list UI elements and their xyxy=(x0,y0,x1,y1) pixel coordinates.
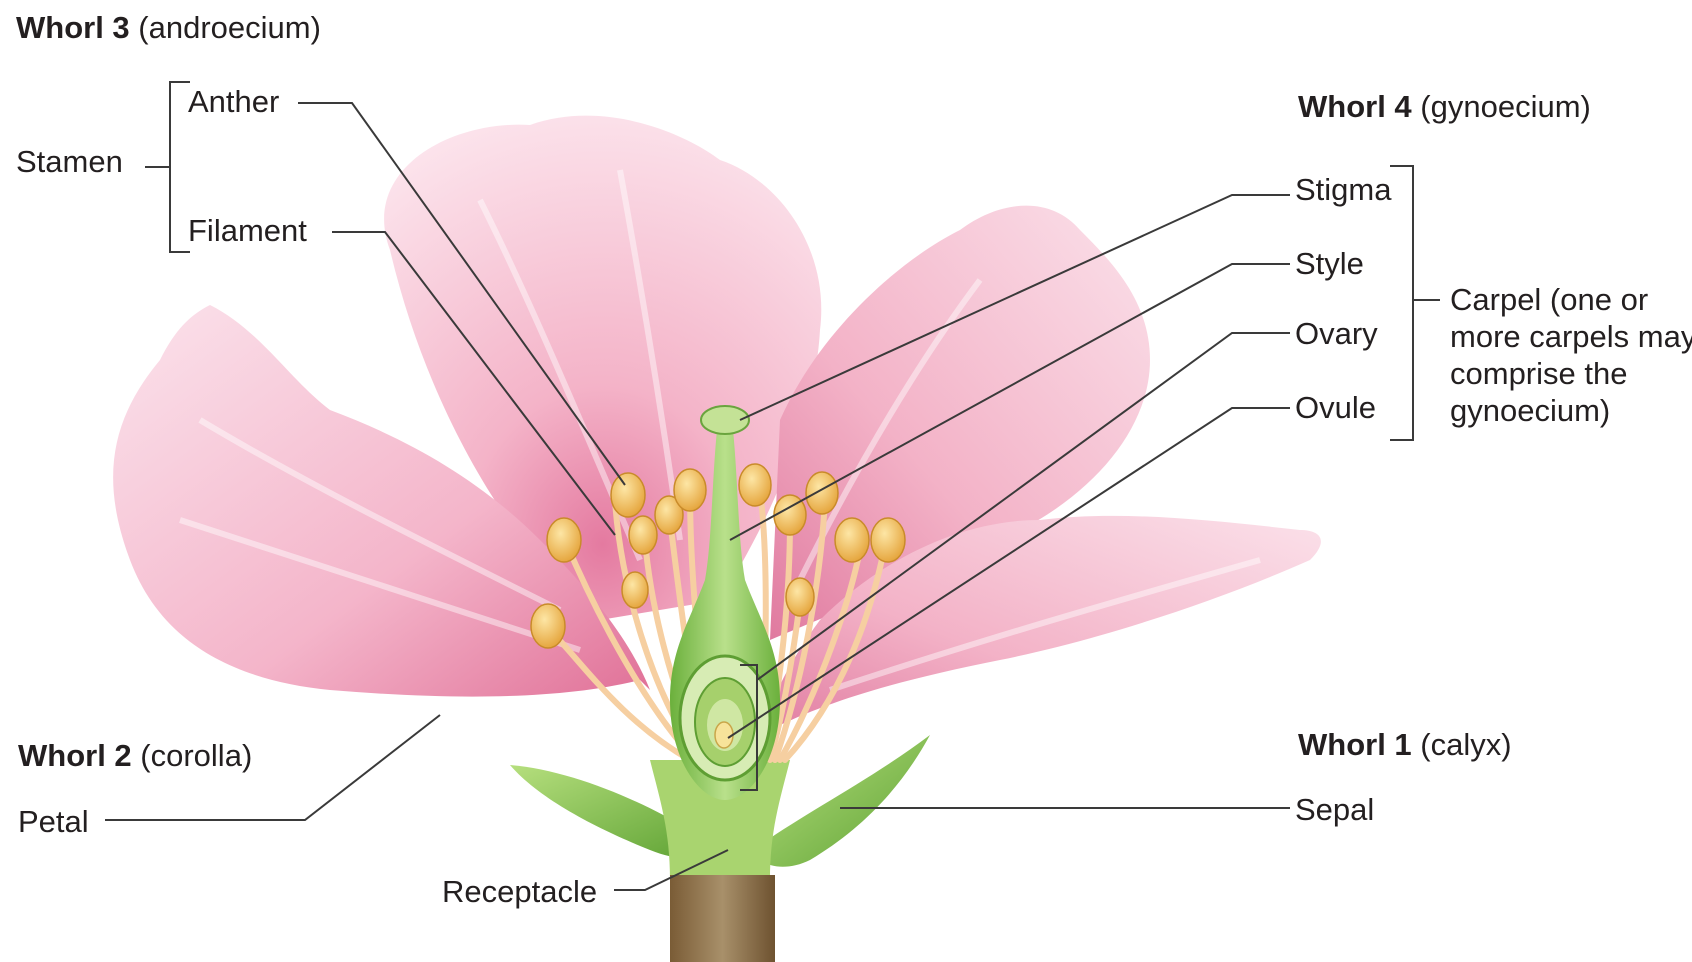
stamen-bracket xyxy=(170,82,190,252)
whorl2-detail: (corolla) xyxy=(140,738,252,773)
whorl4-name: Whorl 4 xyxy=(1298,89,1412,124)
whorl3-detail: (androecium) xyxy=(138,10,321,45)
whorl2-name: Whorl 2 xyxy=(18,738,132,773)
whorl4-detail: (gynoecium) xyxy=(1420,89,1591,124)
petal-label: Petal xyxy=(18,806,89,837)
stigma-label: Stigma xyxy=(1295,174,1391,205)
whorl1-title: Whorl 1 (calyx) xyxy=(1298,729,1512,760)
whorl2-title: Whorl 2 (corolla) xyxy=(18,740,252,771)
whorl3-title: Whorl 3 (androecium) xyxy=(16,12,321,43)
carpel-label: Carpel (one or more carpels may comprise… xyxy=(1450,281,1692,429)
whorl1-detail: (calyx) xyxy=(1420,727,1511,762)
whorl3-name: Whorl 3 xyxy=(16,10,130,45)
ovule-shape xyxy=(715,722,733,748)
ovary-label: Ovary xyxy=(1295,318,1378,349)
stamen-label: Stamen xyxy=(16,146,123,177)
whorl1-name: Whorl 1 xyxy=(1298,727,1412,762)
style-label: Style xyxy=(1295,248,1364,279)
ovule-label: Ovule xyxy=(1295,392,1376,423)
filament-label: Filament xyxy=(188,215,307,246)
whorl4-title: Whorl 4 (gynoecium) xyxy=(1298,91,1591,122)
carpel-bracket xyxy=(1390,166,1413,440)
sepal-label: Sepal xyxy=(1295,794,1374,825)
receptacle-label: Receptacle xyxy=(442,876,597,907)
stem xyxy=(670,875,775,962)
anther-label: Anther xyxy=(188,86,279,117)
